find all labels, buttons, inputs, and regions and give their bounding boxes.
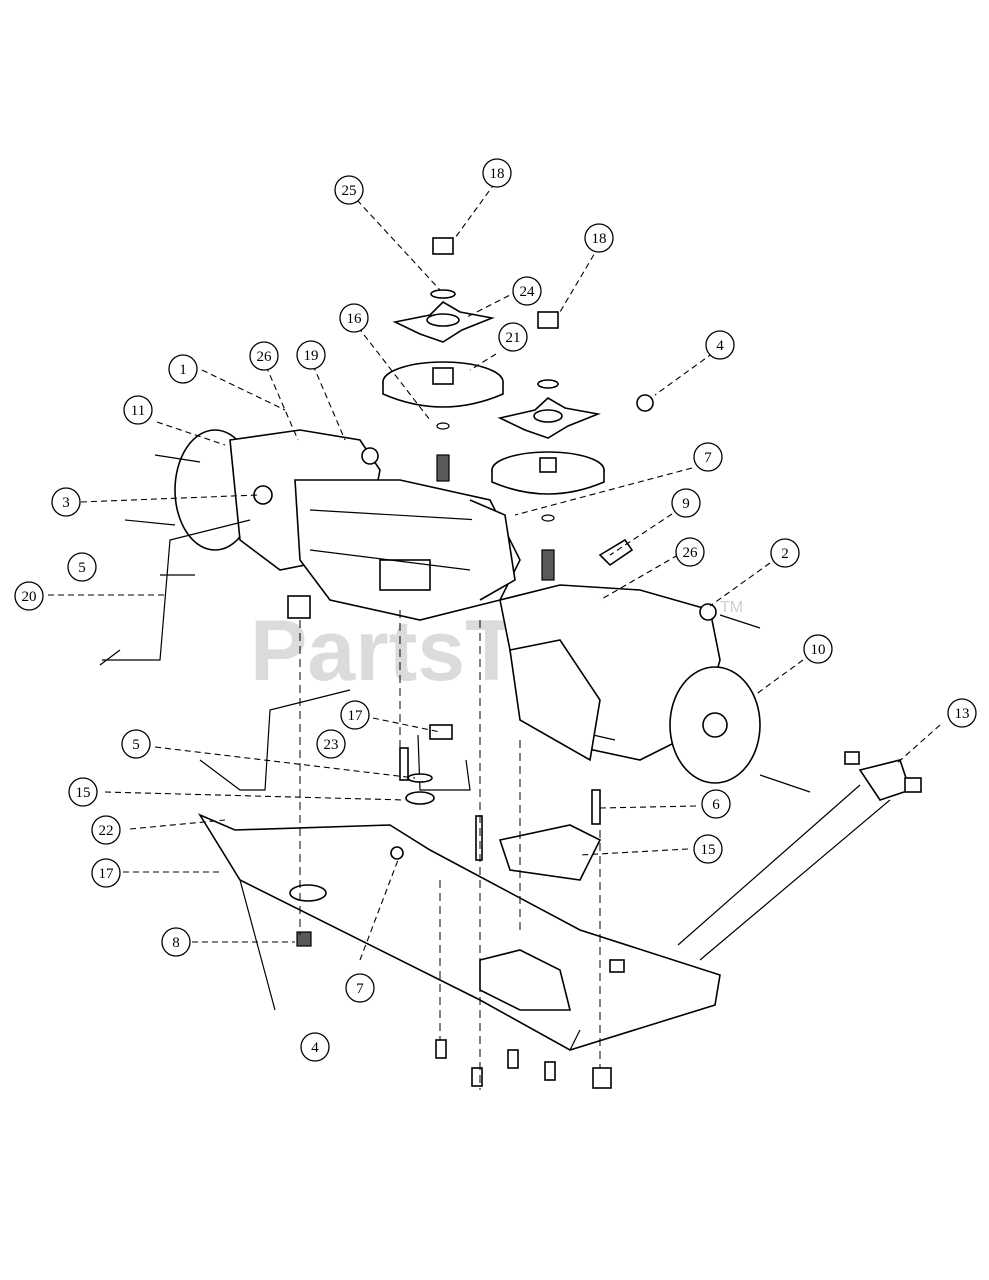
- callout-17-mid: 17: [340, 700, 370, 730]
- callout-4-bottom: 4: [300, 1032, 330, 1062]
- callout-16: 16: [339, 303, 369, 333]
- assembly-drawing: [99, 237, 922, 1090]
- callout-17-bottom: 17: [91, 858, 121, 888]
- callout-26-right: 26: [675, 537, 705, 567]
- watermark-trademark: TM: [720, 599, 743, 616]
- right-transaxle: [499, 538, 811, 793]
- callout-20: 20: [14, 581, 44, 611]
- svg-text:11: 11: [131, 403, 145, 419]
- callout-18-top: 18: [482, 158, 512, 188]
- callout-8: 8: [161, 927, 191, 957]
- svg-text:3: 3: [62, 495, 70, 511]
- callout-24: 24: [512, 276, 542, 306]
- svg-text:18: 18: [490, 166, 505, 182]
- svg-text:15: 15: [701, 842, 716, 858]
- svg-text:5: 5: [132, 737, 140, 753]
- svg-text:22: 22: [99, 823, 114, 839]
- svg-text:25: 25: [342, 183, 357, 199]
- svg-text:4: 4: [716, 338, 724, 354]
- svg-text:19: 19: [304, 348, 319, 364]
- callout-21: 21: [498, 322, 528, 352]
- callout-25: 25: [334, 175, 364, 205]
- svg-text:15: 15: [76, 785, 91, 801]
- svg-text:17: 17: [348, 708, 364, 724]
- callout-23: 23: [316, 729, 346, 759]
- callout-1: 1: [168, 354, 198, 384]
- svg-text:10: 10: [811, 642, 826, 658]
- callout-4-top: 4: [705, 330, 735, 360]
- leader-lines: [48, 182, 941, 961]
- alignment-axes: [299, 610, 601, 1090]
- mounting-plate: [197, 759, 912, 1051]
- callout-5-left: 5: [67, 552, 97, 582]
- callout-11: 11: [123, 395, 153, 425]
- svg-text:5: 5: [78, 560, 86, 576]
- pulley-right: [491, 311, 605, 581]
- callout-13: 13: [947, 698, 977, 728]
- callout-19: 19: [296, 340, 326, 370]
- callouts: 18 25 24 18 16 21 4 1: [14, 158, 977, 1062]
- callout-3: 3: [51, 487, 81, 517]
- svg-text:7: 7: [704, 450, 712, 466]
- svg-text:23: 23: [324, 737, 339, 753]
- callout-18-right: 18: [584, 223, 614, 253]
- svg-text:1: 1: [179, 362, 187, 378]
- svg-text:26: 26: [257, 349, 273, 365]
- svg-text:16: 16: [347, 311, 363, 327]
- callout-10: 10: [803, 634, 833, 664]
- svg-text:20: 20: [22, 589, 37, 605]
- svg-text:18: 18: [592, 231, 607, 247]
- svg-text:17: 17: [99, 866, 115, 882]
- svg-text:4: 4: [311, 1040, 319, 1056]
- svg-text:9: 9: [682, 496, 690, 512]
- fasteners: [296, 394, 922, 1089]
- callout-7-top: 7: [693, 442, 723, 472]
- svg-text:26: 26: [683, 545, 699, 561]
- svg-text:13: 13: [955, 706, 970, 722]
- svg-text:8: 8: [172, 935, 180, 951]
- callout-2: 2: [770, 538, 800, 568]
- callout-7-bottom: 7: [345, 973, 375, 1003]
- pulley-left: [382, 237, 504, 482]
- callout-15-left: 15: [68, 777, 98, 807]
- callout-22: 22: [91, 815, 121, 845]
- svg-text:21: 21: [506, 330, 521, 346]
- left-transaxle: [124, 429, 521, 621]
- callout-26-left: 26: [249, 341, 279, 371]
- svg-text:24: 24: [520, 284, 536, 300]
- callout-5-mid: 5: [121, 729, 151, 759]
- svg-text:6: 6: [712, 797, 720, 813]
- callout-9: 9: [671, 488, 701, 518]
- callout-15-right: 15: [693, 834, 723, 864]
- callout-6: 6: [701, 789, 731, 819]
- svg-text:2: 2: [781, 546, 789, 562]
- control-rods: [99, 519, 471, 791]
- svg-text:7: 7: [356, 981, 364, 997]
